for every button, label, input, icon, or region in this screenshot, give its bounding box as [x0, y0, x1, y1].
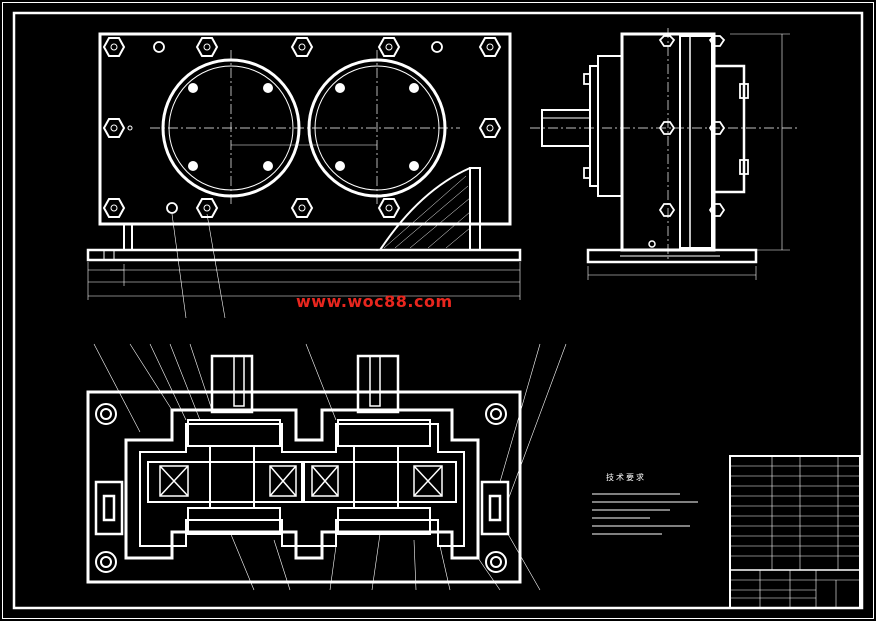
tech-requirements-title: 技术要求: [606, 473, 646, 482]
side-view: [530, 28, 800, 280]
section-view: [86, 343, 567, 591]
tech-requirement-lines: [592, 493, 698, 535]
watermark: www.woc88.com: [296, 292, 453, 311]
title-block: [729, 455, 861, 609]
front-view: [86, 32, 522, 319]
